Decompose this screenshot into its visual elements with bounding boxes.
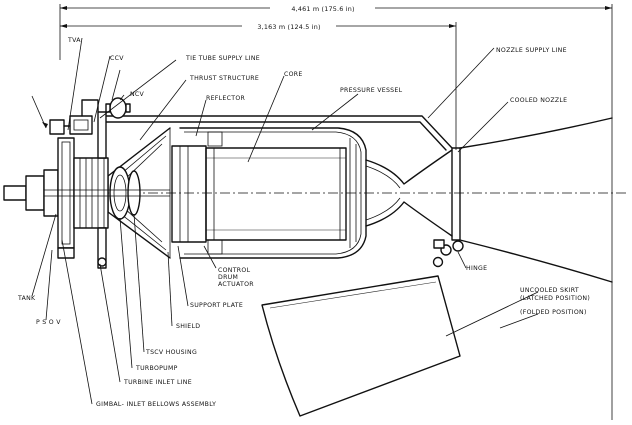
label-nozzle-supply-line: NOZZLE SUPPLY LINE [496,47,567,54]
leader-lines [31,37,539,405]
label-gimbal-inlet-bellows: GIMBAL- INLET BELLOWS ASSEMBLY [96,401,216,408]
nozzle-supply-line-shape [99,115,453,151]
label-psov: P S O V [36,319,61,326]
label-tscv-housing: TSCV HOUSING [145,349,197,356]
folded-skirt-shape [261,275,461,417]
label-support-plate: SUPPORT PLATE [190,302,243,309]
label-turbopump: TURBOPUMP [135,365,178,372]
core-shape [205,147,347,241]
hinge-shape [432,239,464,268]
label-hinge: HINGE [466,265,487,272]
left-machinery [3,97,170,269]
label-pressure-vessel: PRESSURE VESSEL [340,87,403,94]
label-actuator: ACTUATOR [218,281,254,288]
label-cooled-nozzle: COOLED NOZZLE [510,97,567,104]
label-folded-position: (FOLDED POSITION) [520,309,587,316]
reflector-shape [171,131,223,255]
label-ccv: CCV [110,55,124,62]
label-reflector: REFLECTOR [206,95,245,102]
label-core: CORE [284,71,303,78]
label-shield: SHIELD [176,323,200,330]
pressure-vessel-shape [179,127,367,259]
label-uncooled-skirt: UNCOOLED SKIRT [520,287,579,294]
inner-length-label: 3,163 m (124.5 in) [257,23,320,31]
label-ncv: NCV [130,91,145,98]
inner-length-dimension: 3,163 m (124.5 in) [60,22,457,150]
overall-length-dimension: 4,461 m (175.6 in) [59,4,613,420]
label-drum: DRUM [218,274,238,281]
labels: TVA CCV TIE TUBE SUPPLY LINE NCV THRUST … [17,37,590,408]
label-turbine-inlet-line: TURBINE INLET LINE [123,379,192,386]
label-tank: TANK [17,295,36,302]
label-latched-position: (LATCHED POSITION) [520,295,590,302]
label-tva: TVA [67,37,81,44]
label-control: CONTROL [218,267,251,274]
overall-length-label: 4,461 m (175.6 in) [291,5,354,13]
label-tie-tube-supply-line: TIE TUBE SUPPLY LINE [185,55,260,62]
nozzle-shape [365,117,613,283]
label-thrust-structure: THRUST STRUCTURE [189,75,259,82]
